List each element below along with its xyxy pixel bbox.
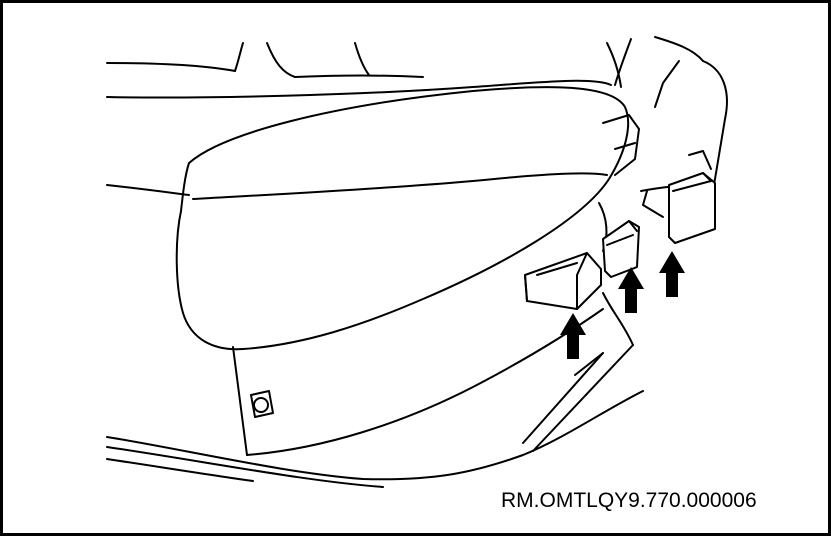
seat-illustration [106, 36, 728, 488]
up-arrow-icon-front [560, 313, 586, 359]
seat-cushion-icon [106, 86, 640, 351]
up-arrow-icon-middle [618, 267, 644, 313]
bolt-icon [253, 397, 269, 413]
seat-back-outline [106, 38, 632, 99]
leader-lines [522, 292, 634, 452]
rear-lever-handle-icon [668, 150, 716, 244]
up-arrow-icon [560, 251, 685, 359]
front-lever-handle-icon [524, 252, 602, 310]
seat-frame-outline [106, 36, 728, 488]
middle-lever-handle-icon [602, 220, 640, 278]
reference-code-label: RM.OMTLQY9.770.000006 [501, 489, 757, 512]
up-arrow-icon-rear [659, 251, 685, 297]
